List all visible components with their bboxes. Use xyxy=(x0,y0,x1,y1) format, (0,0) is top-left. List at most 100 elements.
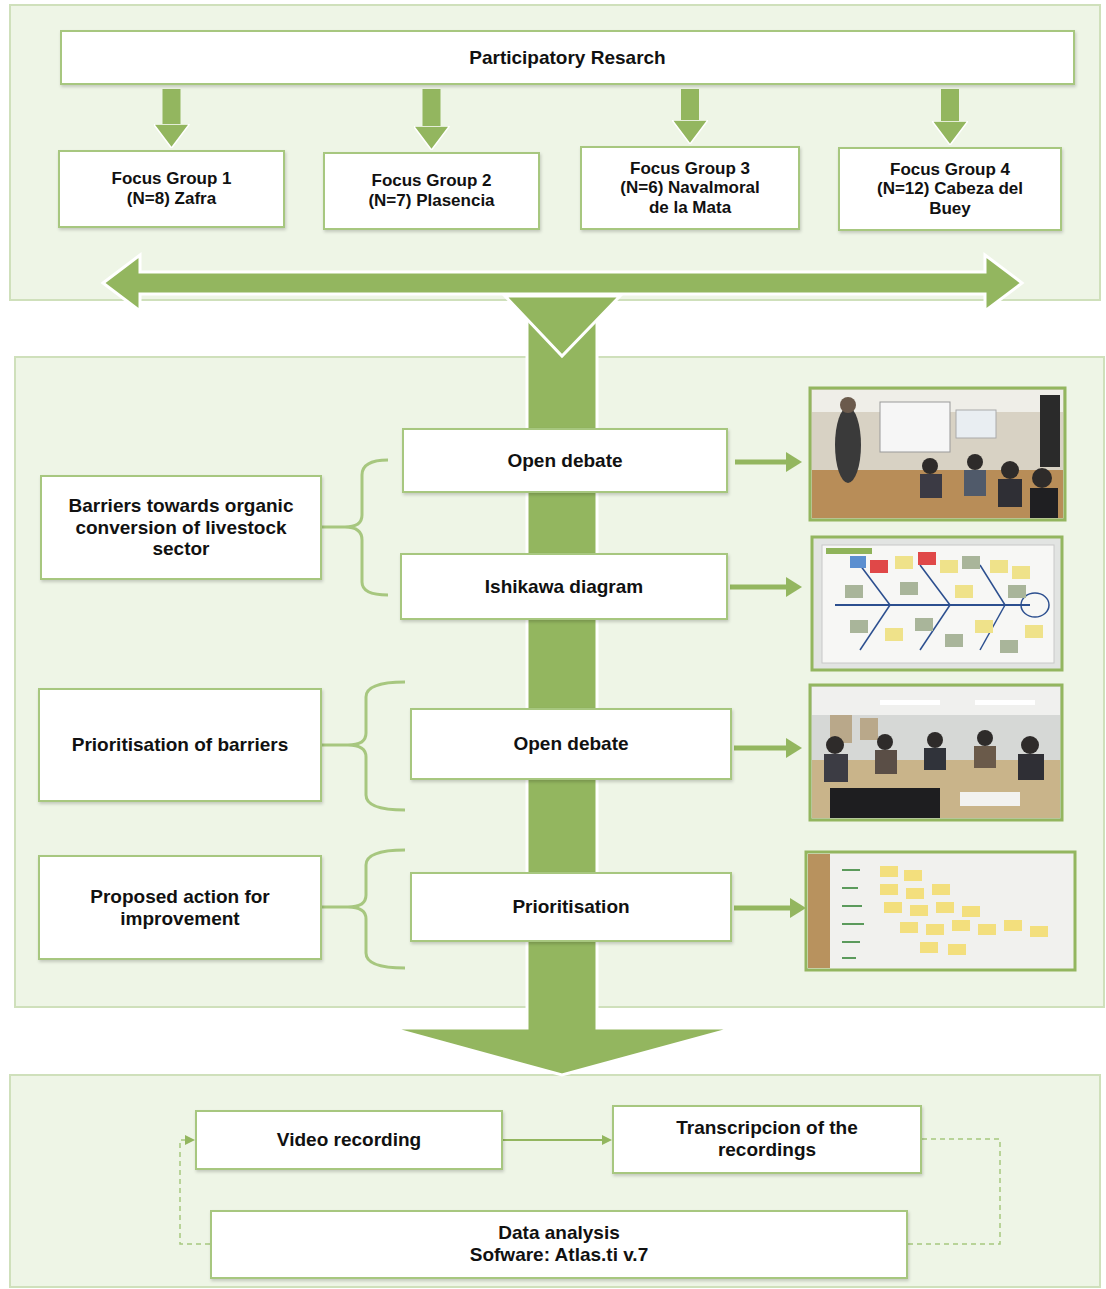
photo-prioritisation-board xyxy=(932,884,950,895)
box-label: Participatory Resarch xyxy=(469,47,665,69)
bracket xyxy=(322,460,405,968)
box-label: Open debate xyxy=(507,450,622,472)
photo-prioritisation-board xyxy=(1004,920,1022,931)
box-content: Focus Group 1 (N=8) Zafra xyxy=(107,169,237,208)
process-box: Open debate xyxy=(402,428,728,493)
photo-ishikawa xyxy=(812,537,1062,670)
box-label: Focus Group 2 (N=7) Plasencia xyxy=(367,171,497,210)
process-box: Participatory Resarch xyxy=(60,30,1075,85)
photo-ishikawa xyxy=(812,537,1062,670)
connector-arrow xyxy=(423,89,441,126)
photo-debate xyxy=(998,479,1022,507)
photo-ishikawa xyxy=(918,552,936,565)
photo-prioritisation-board xyxy=(904,870,922,881)
photo-prioritisation-board xyxy=(900,922,918,933)
box-content: Barriers towards organic conversion of l… xyxy=(64,495,299,561)
connector-arrow xyxy=(163,89,181,124)
process-box: Data analysisSofware: Atlas.ti v.7 xyxy=(210,1210,908,1279)
photo-prioritisation-board xyxy=(808,854,830,968)
box-label: Focus Group 4 (N=12) Cabeza del Buey xyxy=(875,160,1025,219)
photo-debate xyxy=(810,388,1065,520)
photo-debate xyxy=(920,474,942,498)
photo-ishikawa xyxy=(1000,640,1018,653)
photo-prioritisation-debate xyxy=(810,685,1062,820)
photo-debate xyxy=(835,407,861,483)
photo-ishikawa xyxy=(895,556,913,569)
photo-prioritisation-debate xyxy=(810,685,1062,820)
photo-debate xyxy=(880,402,950,452)
box-label: Focus Group 3 (N=6) Navalmoral de la Mat… xyxy=(615,159,765,218)
photo-arrow xyxy=(734,746,786,751)
process-box: Ishikawa diagram xyxy=(400,553,728,620)
photo-prioritisation-debate xyxy=(974,746,996,768)
box-label: Proposed action for improvement xyxy=(65,886,295,930)
photo-debate xyxy=(840,397,856,413)
process-box: Barriers towards organic conversion of l… xyxy=(40,475,322,580)
photo-prioritisation-board xyxy=(884,902,902,913)
photo-prioritisation-debate xyxy=(860,718,878,740)
photo-debate xyxy=(1001,461,1019,479)
photo-prioritisation-board xyxy=(880,884,898,895)
box-content: Video recording xyxy=(207,1129,491,1151)
box-label: Ishikawa diagram xyxy=(485,576,643,598)
photo-ishikawa xyxy=(835,604,1030,606)
photo-prioritisation-board xyxy=(1030,926,1048,937)
photo-debate xyxy=(964,470,986,496)
photo-prioritisation-board xyxy=(978,924,996,935)
photo-debate xyxy=(810,388,1065,520)
photo-ishikawa xyxy=(915,618,933,631)
box-label: Video recording xyxy=(277,1129,421,1151)
photo-debate xyxy=(1032,468,1052,488)
photo-prioritisation-debate xyxy=(810,685,1062,820)
box-label: Data analysis xyxy=(498,1222,619,1244)
connector-arrow xyxy=(503,1139,602,1141)
process-box: Proposed action for improvement xyxy=(38,855,322,960)
photo-arrow xyxy=(730,585,786,590)
box-label: Prioritisation xyxy=(512,896,629,918)
photo-prioritisation-board xyxy=(962,906,980,917)
box-label: Barriers towards organic conversion of l… xyxy=(64,495,299,561)
photo-prioritisation-board xyxy=(906,888,924,899)
photo-ishikawa xyxy=(1012,566,1030,579)
box-label: Prioritisation of barriers xyxy=(72,734,288,756)
process-box: Transcripcion of the recordings xyxy=(612,1105,922,1174)
photo-prioritisation-board xyxy=(948,944,966,955)
box-content: Prioritisation xyxy=(422,896,720,918)
box-content: Open debate xyxy=(414,450,716,472)
bracket xyxy=(322,850,405,968)
bracket xyxy=(322,682,405,810)
photo-ishikawa xyxy=(990,560,1008,573)
photo-debate xyxy=(1030,488,1058,518)
photo-ishikawa xyxy=(945,634,963,647)
photo-debate xyxy=(810,388,1065,520)
photo-prioritisation-debate xyxy=(826,736,844,754)
photo-ishikawa xyxy=(1008,585,1026,598)
photo-debate xyxy=(922,458,938,474)
photo-debate xyxy=(956,410,996,438)
photo-prioritisation-debate xyxy=(877,734,893,750)
panel xyxy=(10,1075,1100,1287)
photo-prioritisation-board xyxy=(936,902,954,913)
photo-prioritisation-debate xyxy=(927,732,943,748)
photo-ishikawa xyxy=(962,556,980,569)
box-label: Open debate xyxy=(513,733,628,755)
merge-arrow xyxy=(390,300,735,1075)
photo-ishikawa xyxy=(870,560,888,573)
box-content: Focus Group 3 (N=6) Navalmoral de la Mat… xyxy=(615,159,765,218)
photo-prioritisation-debate xyxy=(924,748,946,770)
photo-prioritisation-debate xyxy=(1021,736,1039,754)
photo-prioritisation-debate xyxy=(812,687,1060,715)
box-content: Prioritisation of barriers xyxy=(70,734,290,756)
photo-prioritisation-board xyxy=(920,942,938,953)
photo-ishikawa xyxy=(975,620,993,633)
merge-arrow xyxy=(505,296,620,356)
photo-prioritisation-board xyxy=(910,905,928,916)
process-box: Focus Group 1 (N=8) Zafra xyxy=(58,150,285,228)
box-content: Focus Group 4 (N=12) Cabeza del Buey xyxy=(875,160,1025,219)
box-content: Open debate xyxy=(422,733,720,755)
photo-prioritisation-board xyxy=(806,852,1075,970)
photo-prioritisation-debate xyxy=(880,700,940,705)
photo-debate xyxy=(967,454,983,470)
box-label: Focus Group 1 (N=8) Zafra xyxy=(107,169,237,208)
photo-prioritisation-debate xyxy=(1018,754,1044,780)
